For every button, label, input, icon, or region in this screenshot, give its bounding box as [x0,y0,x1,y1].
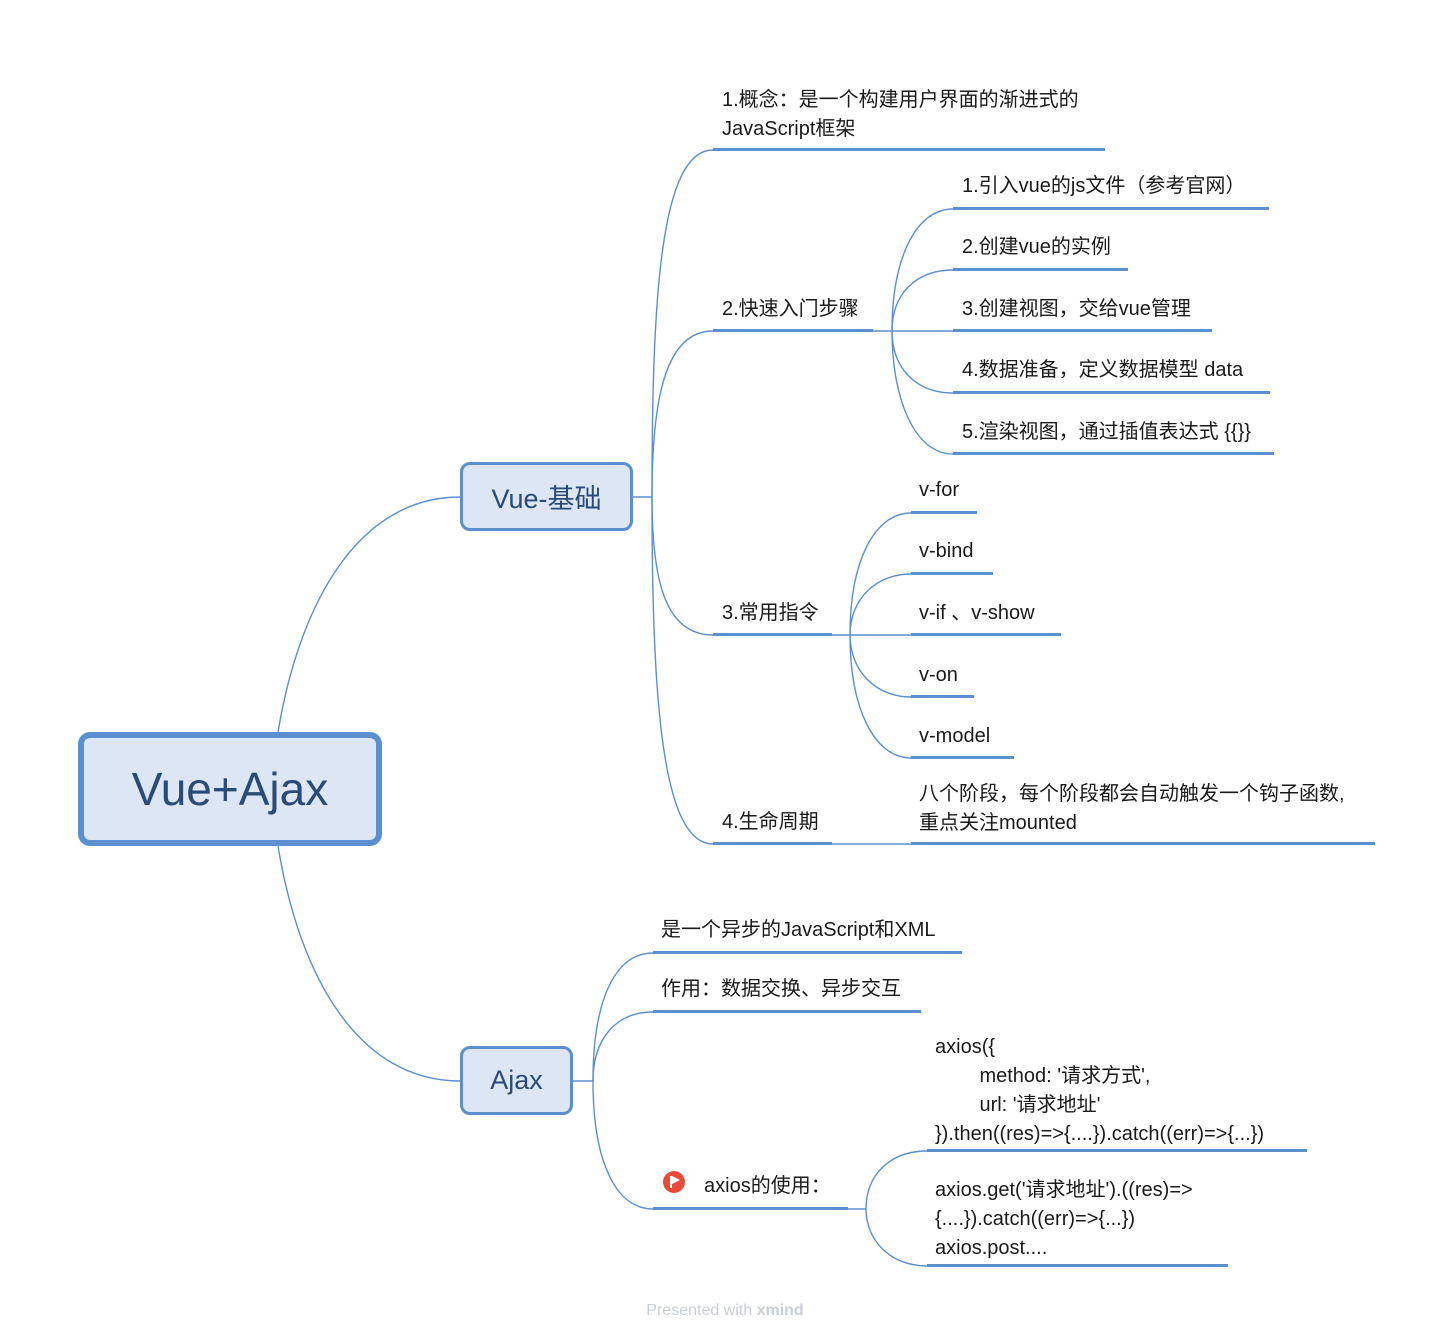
lifecycle-detail[interactable]: 八个阶段，每个阶段都会自动触发一个钩子函数, 重点关注mounted [919,783,1345,834]
root-topic[interactable]: Vue+Ajax [78,732,382,846]
directive-v-on[interactable]: v-on [919,664,958,686]
subtopic-ajax-definition[interactable]: 是一个异步的JavaScript和XML [661,919,936,941]
underline-step-5 [953,452,1274,455]
link-vue-directives [651,496,714,636]
link-dir-2 [849,573,912,636]
link-step-5 [891,330,954,455]
link-vue-steps [651,330,714,498]
underline-directive-1 [911,511,977,514]
underline-directives [713,633,832,636]
link-dir-5 [849,634,912,759]
link-vue-lifecycle [651,496,714,845]
underline-ajax-definition [653,951,962,954]
topic-vue-basics[interactable]: Vue-基础 [460,462,633,531]
topic-ajax[interactable]: Ajax [460,1046,573,1115]
step-item-3[interactable]: 3.创建视图，交给vue管理 [962,298,1191,320]
flag-icon [663,1171,685,1193]
subtopic-quickstart[interactable]: 2.快速入门步骤 [722,298,859,320]
subtopic-lifecycle[interactable]: 4.生命周期 [722,811,819,833]
root-topic-label: Vue+Ajax [131,763,329,815]
underline-axios-example-2 [927,1264,1228,1267]
directive-v-if-show[interactable]: v-if 、v-show [919,602,1035,624]
topic-ajax-label: Ajax [490,1065,543,1095]
subtopic-directives[interactable]: 3.常用指令 [722,602,819,624]
link-ajax-purpose [592,1011,654,1082]
step-item-4[interactable]: 4.数据准备，定义数据模型 data [962,359,1244,381]
underline-step-4 [953,391,1270,394]
underline-lifecycle [713,842,832,845]
topic-vue-basics-label: Vue-基础 [491,484,602,514]
directive-v-model[interactable]: v-model [919,725,991,747]
underline-step-3 [953,329,1212,332]
step-item-5[interactable]: 5.渲染视图，通过插值表达式 {{}} [962,421,1251,443]
link-dir-4 [849,634,912,698]
step-item-2[interactable]: 2.创建vue的实例 [962,236,1111,258]
link-step-1 [891,208,954,332]
underline-step-2 [953,268,1128,271]
underline-concept [713,148,1105,151]
axios-example-get-post[interactable]: axios.get('请求地址').((res)=> {....}).catch… [935,1179,1193,1259]
link-axios-ex1 [865,1150,928,1210]
link-ajax-axios [592,1080,654,1210]
underline-step-1 [953,207,1269,210]
underline-directive-2 [911,572,993,575]
link-dir-1 [849,512,912,636]
underline-ajax-purpose [653,1010,921,1013]
underline-directive-3 [911,633,1061,636]
link-root-ajax [277,845,461,1082]
underline-axios-usage [653,1207,848,1210]
directive-v-bind[interactable]: v-bind [919,540,974,562]
directive-v-for[interactable]: v-for [919,479,959,501]
underline-lifecycle-detail [911,842,1375,845]
link-vue-concept [651,149,714,498]
footer-credit: Presented with xmind [0,1302,1450,1320]
link-ajax-definition [592,952,654,1082]
underline-axios-example-1 [927,1149,1307,1152]
link-step-4 [891,330,954,394]
subtopic-ajax-purpose[interactable]: 作用：数据交换、异步交互 [661,978,901,1000]
footer-prefix: Presented with [646,1302,757,1319]
footer-brand-logo: xmind [756,1302,804,1319]
link-step-2 [891,269,954,332]
step-item-1[interactable]: 1.引入vue的js文件（参考官网） [962,175,1246,197]
subtopic-concept[interactable]: 1.概念：是一个构建用户界面的渐进式的 JavaScript框架 [722,89,1079,140]
underline-quickstart [713,329,873,332]
link-root-vue [277,496,461,733]
link-axios-ex2 [865,1208,928,1267]
underline-directive-5 [911,756,1014,759]
subtopic-axios-usage[interactable]: axios的使用： [704,1175,831,1197]
underline-directive-4 [911,695,974,698]
axios-example-request[interactable]: axios({ method: '请求方式', url: '请求地址' }).t… [935,1036,1265,1145]
